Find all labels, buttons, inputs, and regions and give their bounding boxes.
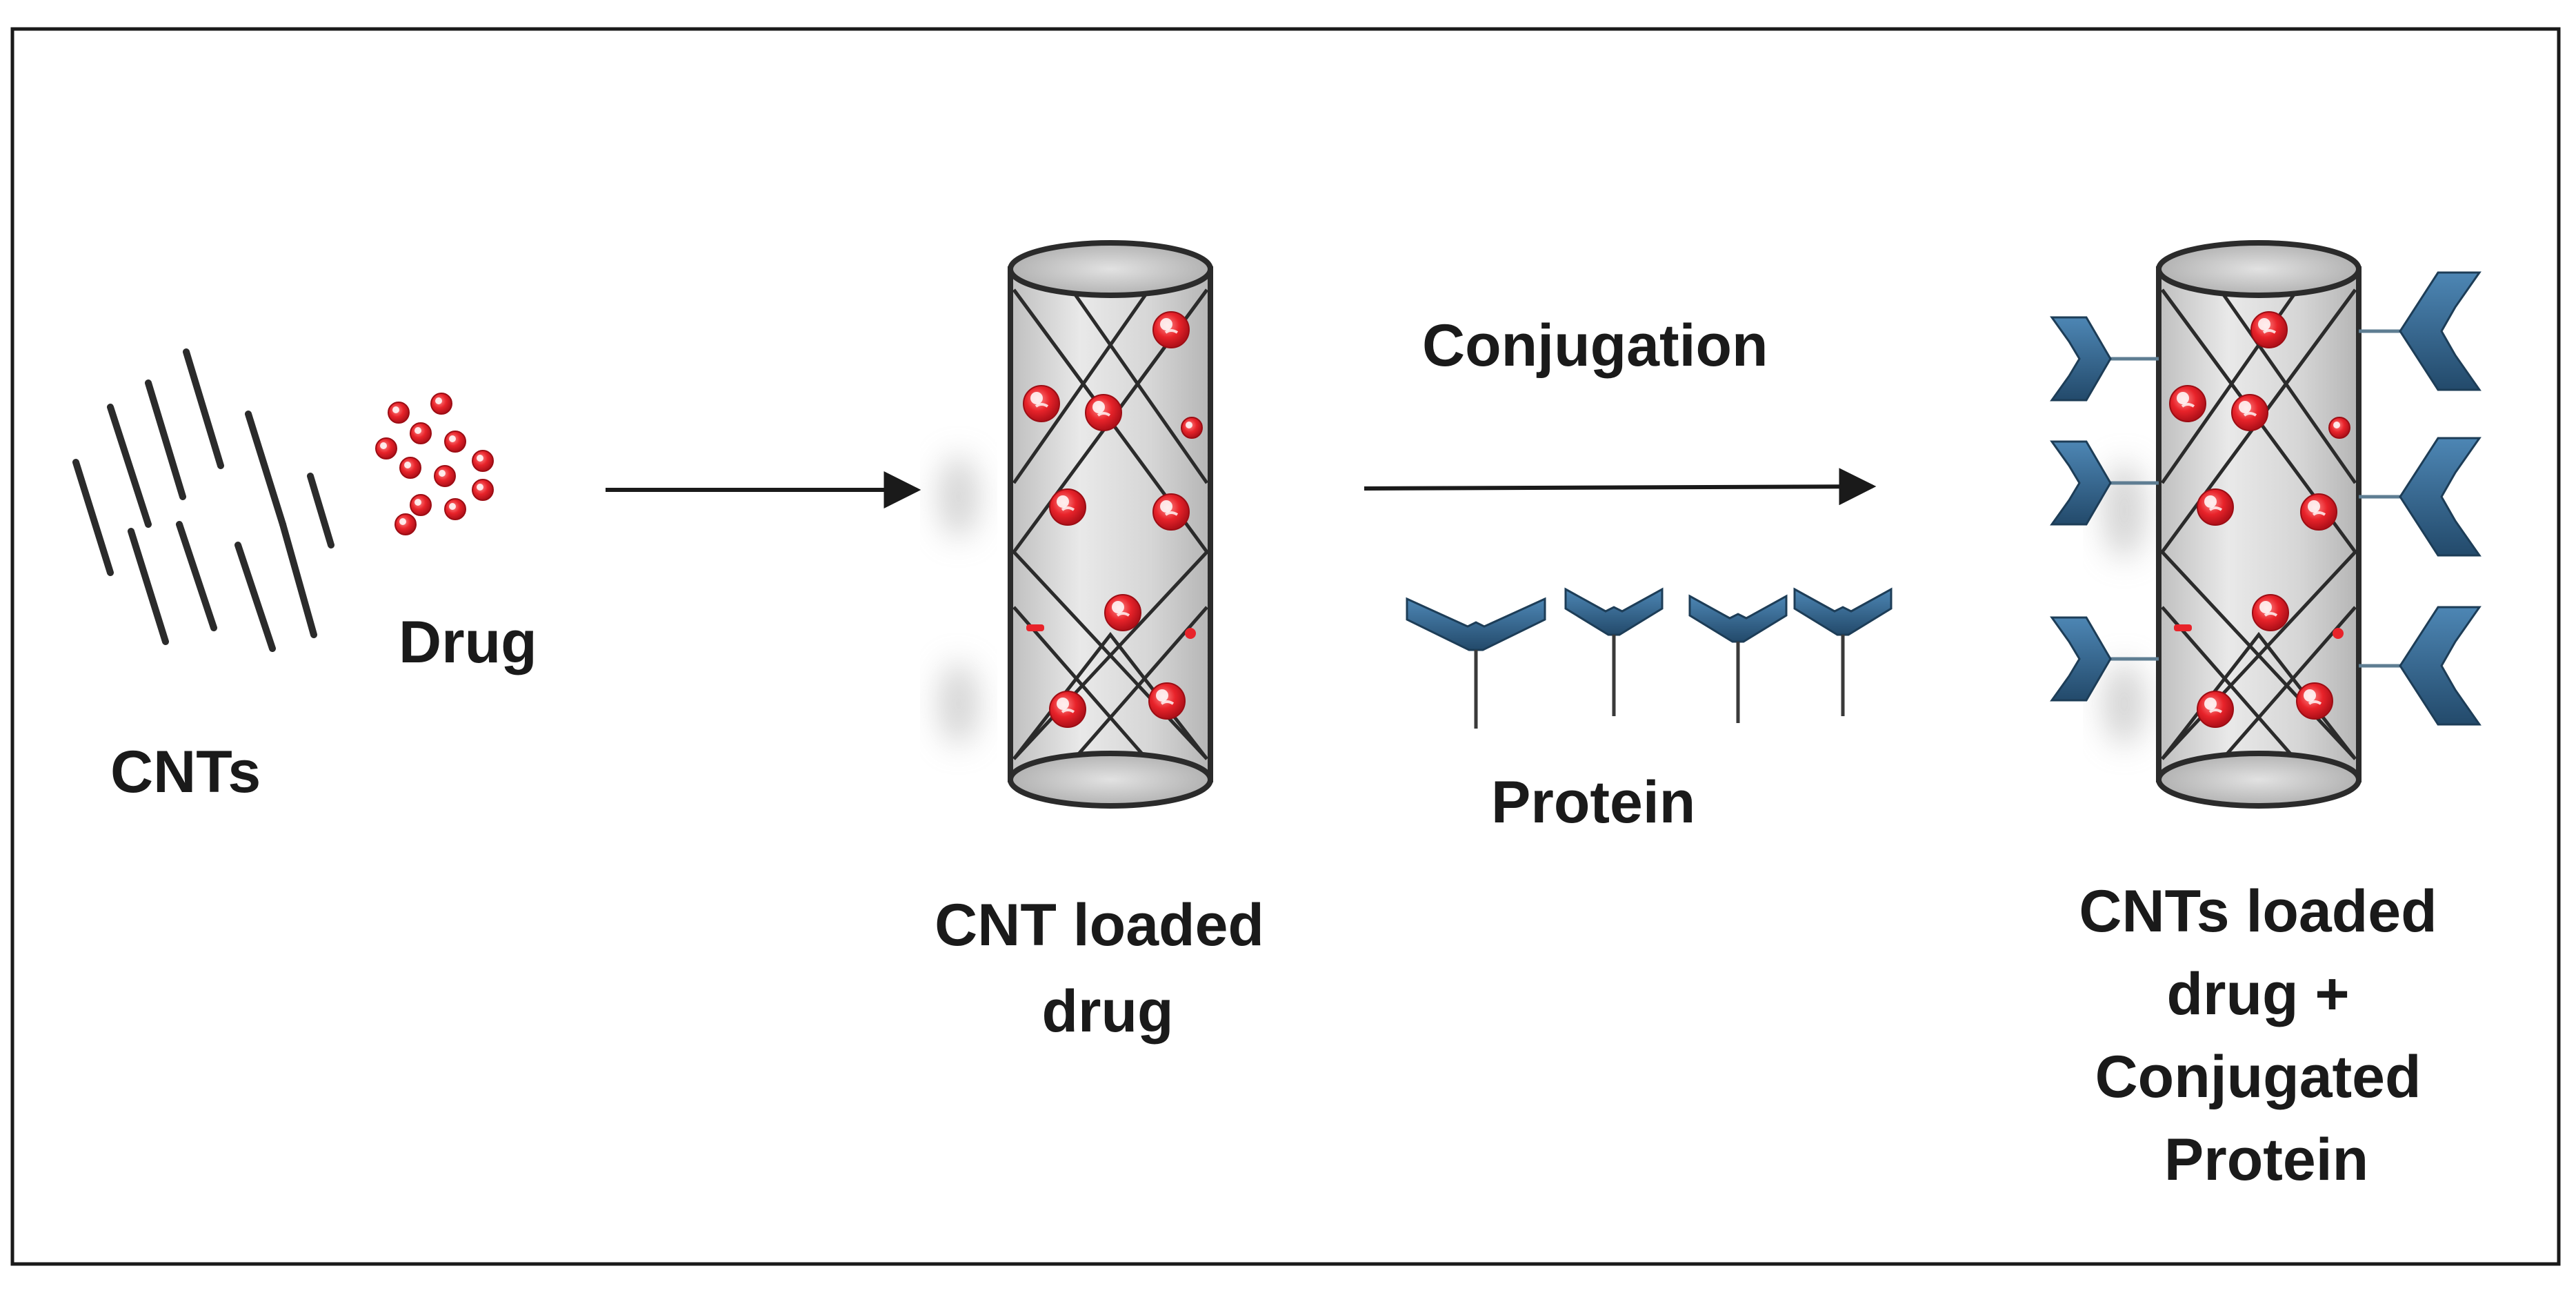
- cnt-loaded-drug-line-2: drug: [1041, 978, 1173, 1045]
- conjugated-antibody-icons: [2050, 271, 2482, 726]
- figure-frame: [10, 27, 2561, 1266]
- cnt-lines-icon: [72, 348, 335, 652]
- drug-label: Drug: [399, 609, 537, 675]
- cnt-loaded-drug-label: CNT loaded drug: [935, 892, 1281, 1045]
- protein-label: Protein: [1491, 769, 1695, 836]
- final-product-line-2: drug +: [2166, 961, 2349, 1027]
- antibody-y-icon: [1406, 587, 1893, 729]
- final-product-line-1: CNTs loaded: [2079, 878, 2437, 945]
- final-product-label: CNTs loaded drug + Conjugated Protein: [2079, 878, 2453, 1193]
- conjugation-label: Conjugation: [1422, 313, 1768, 379]
- conjugation-arrow: [1364, 468, 1877, 506]
- conjugated-cnt-tube-icon: [2104, 240, 2362, 809]
- cnt-tube-icon: [939, 240, 1213, 809]
- final-product-line-4: Protein: [2164, 1127, 2368, 1193]
- final-product-line-3: Conjugated: [2095, 1044, 2422, 1110]
- cnt-loaded-drug-line-1: CNT loaded: [935, 892, 1264, 958]
- cnts-label: CNTs: [110, 739, 261, 805]
